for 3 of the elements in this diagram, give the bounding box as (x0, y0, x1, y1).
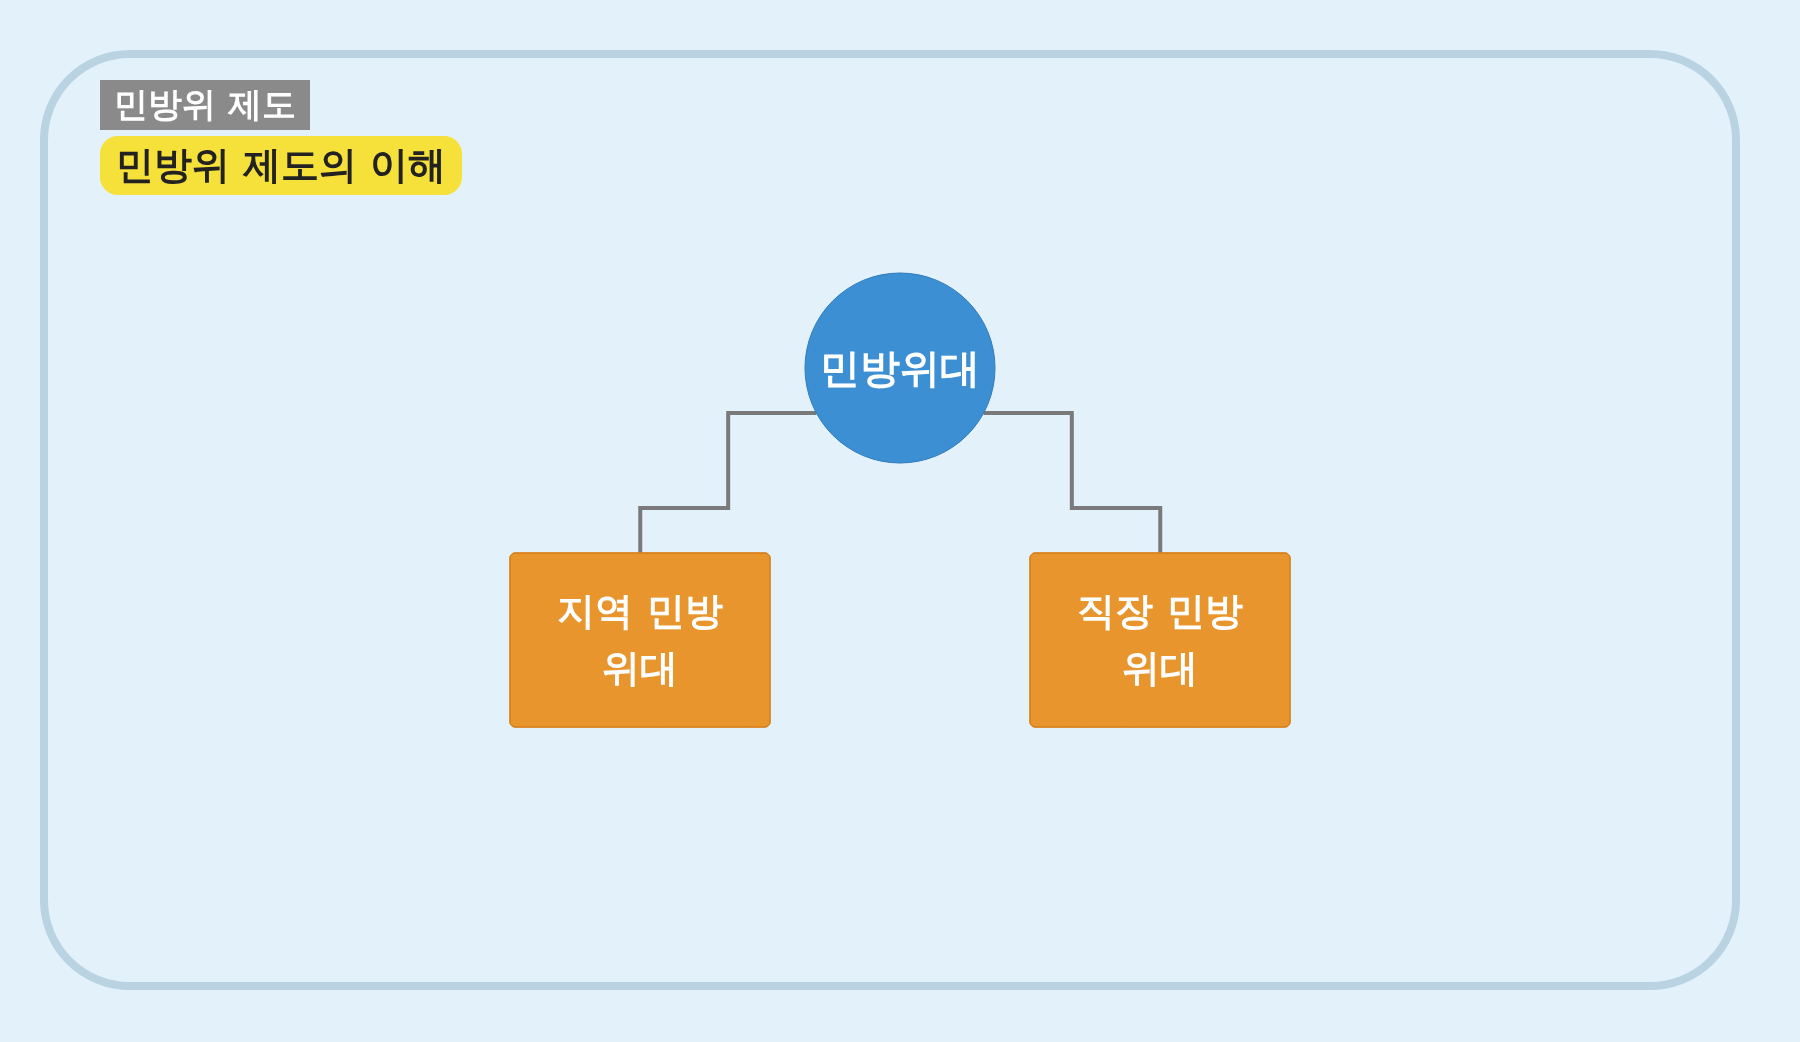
subtitle-banner: 민방위 제도의 이해 (100, 136, 463, 195)
section-tag: 민방위 제도 (100, 80, 310, 130)
node-circle: 민방위대 (804, 272, 996, 464)
